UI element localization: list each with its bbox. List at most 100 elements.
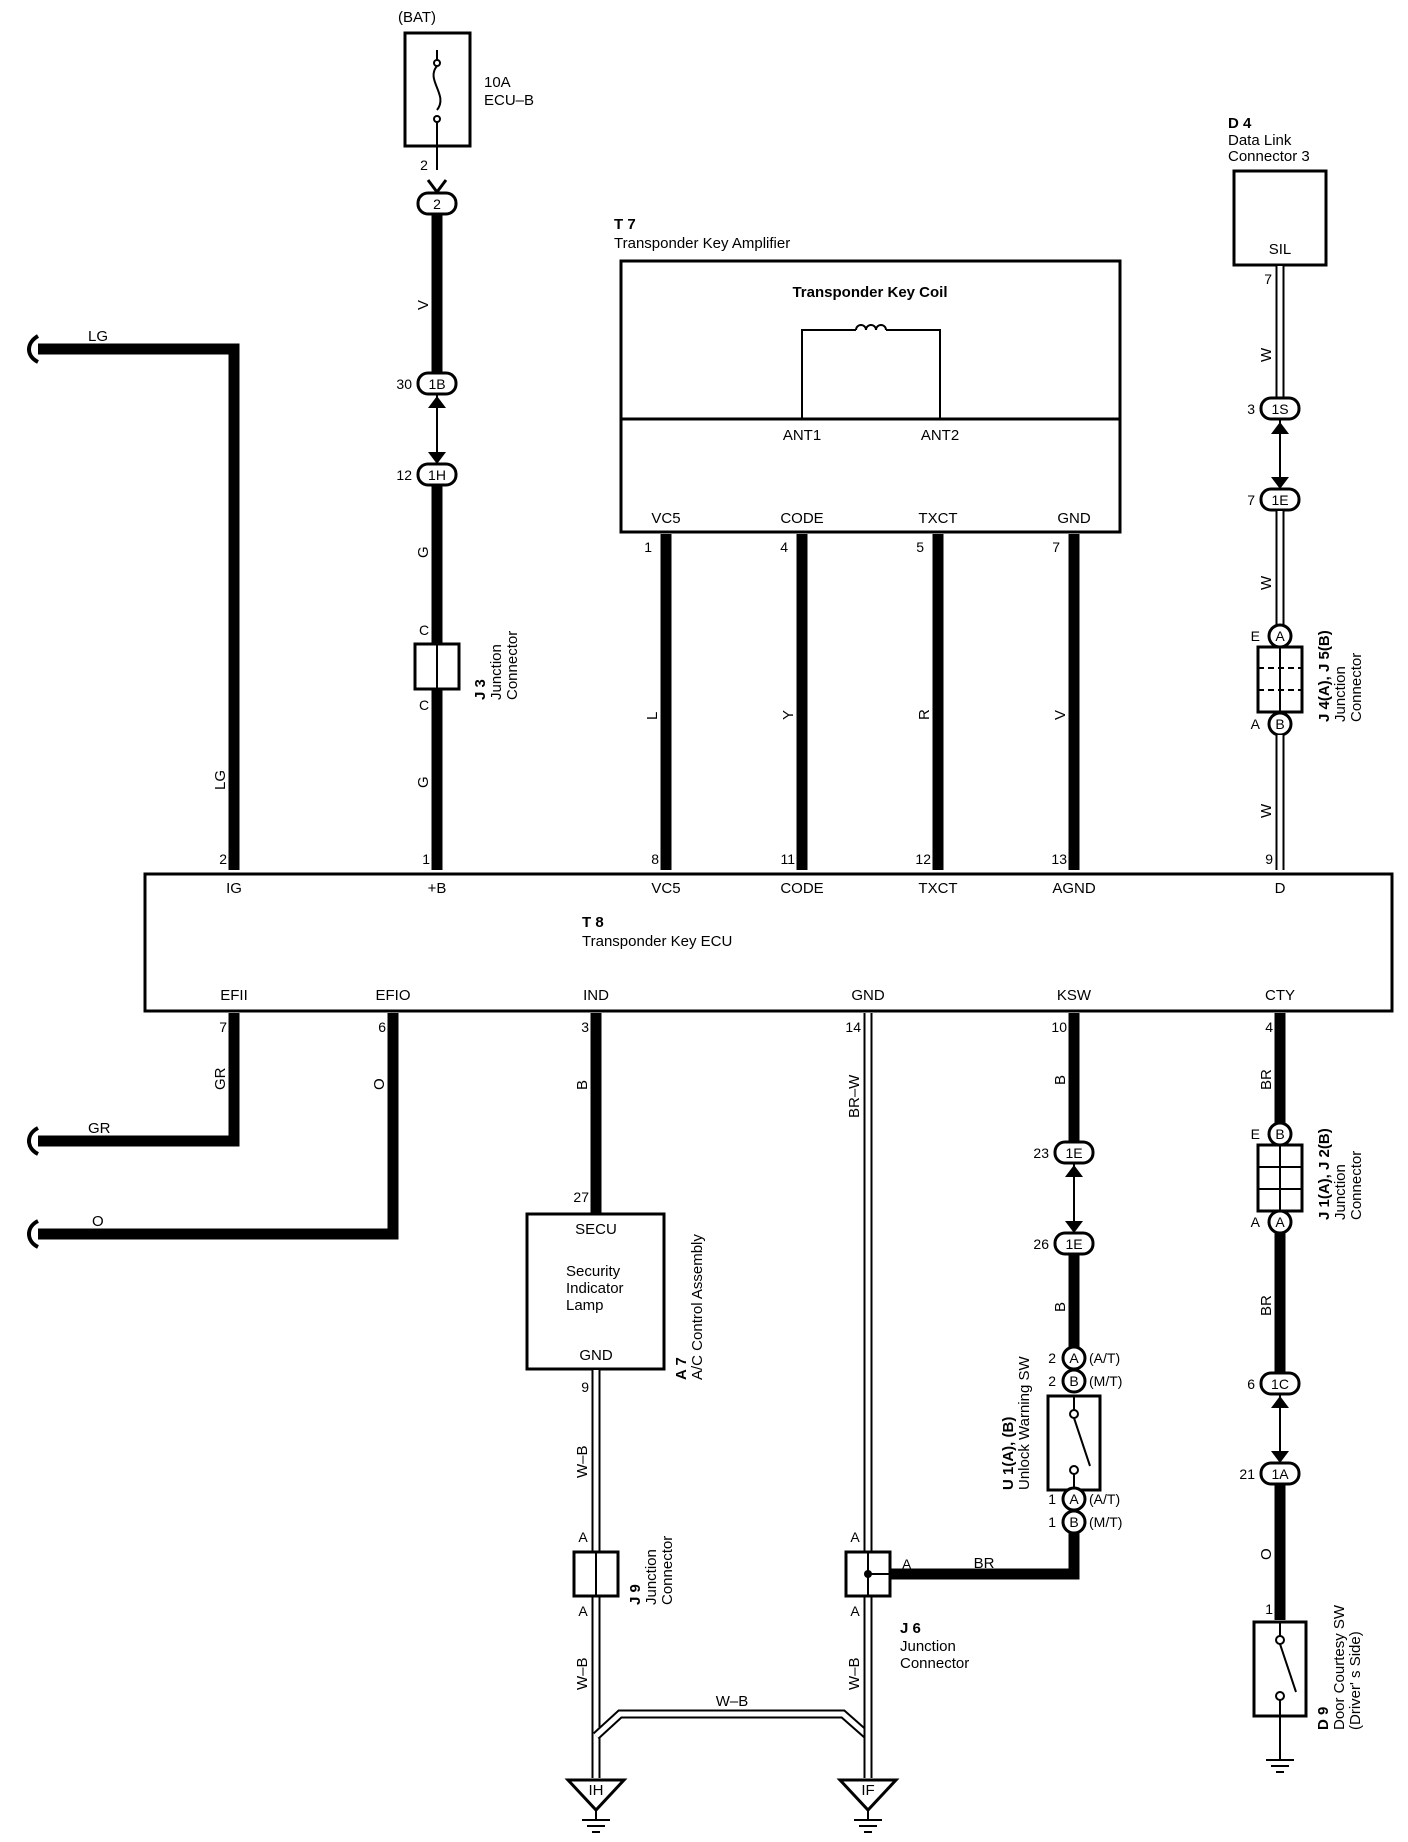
svg-text:1H: 1H bbox=[428, 467, 446, 483]
svg-text:(A/T): (A/T) bbox=[1089, 1350, 1120, 1366]
svg-text:Door Courtesy SW: Door Courtesy SW bbox=[1331, 1604, 1348, 1730]
wire-v-t7-label: V bbox=[1052, 710, 1069, 720]
svg-text:SIL: SIL bbox=[1269, 241, 1292, 258]
wire-o-cty-label: O bbox=[1258, 1548, 1275, 1560]
wire-r-label: R bbox=[916, 709, 933, 720]
connector-1s: 1S 3 bbox=[1247, 396, 1301, 421]
unlock-warning-switch-u1: A 2 (A/T) B 2 (M/T) A 1 (A/T) B 1 (M/T) … bbox=[1000, 1345, 1122, 1535]
svg-text:J 1(A), J 2(B): J 1(A), J 2(B) bbox=[1316, 1128, 1333, 1220]
svg-text:A: A bbox=[578, 1529, 588, 1545]
junction-j3: C C J 3 Junction Connector bbox=[413, 622, 521, 713]
svg-text:(M/T): (M/T) bbox=[1089, 1514, 1122, 1530]
svg-text:(Driver' s Side): (Driver' s Side) bbox=[1347, 1631, 1364, 1730]
connector-1e-a: 1E 23 bbox=[1033, 1140, 1095, 1165]
svg-text:E: E bbox=[1251, 628, 1260, 644]
svg-text:E: E bbox=[1251, 1126, 1260, 1142]
svg-text:Data Link: Data Link bbox=[1228, 132, 1292, 149]
connector-1b: 1B 30 bbox=[396, 371, 458, 396]
wire-wb-label-2: W–B bbox=[574, 1657, 591, 1690]
svg-text:1C: 1C bbox=[1271, 1376, 1289, 1392]
svg-text:Junction: Junction bbox=[1332, 1164, 1349, 1220]
wire-v-label: V bbox=[415, 300, 432, 310]
svg-text:Connector: Connector bbox=[659, 1536, 676, 1605]
wire-gr-label-left: GR bbox=[88, 1120, 111, 1137]
svg-text:(A/T): (A/T) bbox=[1089, 1491, 1120, 1507]
junction-j9: A A J 9 Junction Connector bbox=[572, 1529, 676, 1619]
svg-text:2: 2 bbox=[433, 196, 441, 212]
svg-text:7: 7 bbox=[219, 1019, 227, 1035]
fuse-pin: 2 bbox=[420, 157, 428, 173]
ground-if: IF bbox=[836, 1778, 900, 1833]
svg-text:Connector: Connector bbox=[1348, 1151, 1365, 1220]
connector-1e-top: 1E 7 bbox=[1247, 487, 1301, 512]
svg-text:D: D bbox=[1275, 880, 1286, 897]
svg-text:2: 2 bbox=[219, 851, 227, 867]
wire-g-label-1: G bbox=[415, 546, 432, 558]
junction-j1-j2: B E A A J 1(A), J 2(B) Junction Connecto… bbox=[1251, 1121, 1365, 1235]
svg-text:A: A bbox=[1069, 1491, 1079, 1507]
svg-text:CODE: CODE bbox=[780, 880, 823, 897]
svg-text:1: 1 bbox=[1265, 1601, 1273, 1617]
svg-text:B: B bbox=[1275, 716, 1284, 732]
svg-text:Connector 3: Connector 3 bbox=[1228, 148, 1310, 165]
svg-text:A: A bbox=[1275, 1214, 1285, 1230]
svg-text:GND: GND bbox=[579, 1347, 613, 1364]
svg-text:J 9: J 9 bbox=[627, 1584, 644, 1605]
wire-l-label: L bbox=[644, 712, 661, 720]
svg-text:GND: GND bbox=[851, 987, 885, 1004]
svg-text:VC5: VC5 bbox=[651, 510, 680, 527]
svg-text:Junction: Junction bbox=[488, 644, 505, 700]
svg-text:10: 10 bbox=[1051, 1019, 1067, 1035]
bat-label: (BAT) bbox=[398, 9, 436, 26]
svg-text:Connector: Connector bbox=[900, 1655, 969, 1672]
svg-text:26: 26 bbox=[1033, 1236, 1049, 1252]
wire-wb-label-1: W–B bbox=[574, 1445, 591, 1478]
svg-text:J 4(A), J 5(B): J 4(A), J 5(B) bbox=[1316, 630, 1333, 722]
svg-text:A: A bbox=[1275, 628, 1285, 644]
svg-text:2: 2 bbox=[1048, 1373, 1056, 1389]
svg-text:12: 12 bbox=[396, 467, 412, 483]
svg-text:KSW: KSW bbox=[1057, 987, 1092, 1004]
door-courtesy-switch-d9: 1 D 9 Door Courtesy SW (Driver' s Side) bbox=[1252, 1601, 1364, 1773]
connector-1e-b: 1E 26 bbox=[1033, 1231, 1095, 1256]
svg-text:IG: IG bbox=[226, 880, 242, 897]
connector-1a: 1A 21 bbox=[1239, 1461, 1301, 1486]
svg-text:A: A bbox=[1251, 1214, 1261, 1230]
svg-text:(M/T): (M/T) bbox=[1089, 1373, 1122, 1389]
svg-text:30: 30 bbox=[396, 376, 412, 392]
wire-w-label-2: W bbox=[1258, 575, 1275, 590]
svg-text:1: 1 bbox=[422, 851, 430, 867]
wire-br-cty-label-2: BR bbox=[1258, 1295, 1275, 1316]
svg-text:7: 7 bbox=[1264, 271, 1272, 287]
svg-text:A: A bbox=[850, 1603, 860, 1619]
svg-text:23: 23 bbox=[1033, 1145, 1049, 1161]
svg-text:B: B bbox=[1275, 1126, 1284, 1142]
svg-text:3: 3 bbox=[581, 1019, 589, 1035]
wire-o-label-vert: O bbox=[371, 1078, 388, 1090]
wire-wb-label-3: W–B bbox=[846, 1657, 863, 1690]
wire-br-cty-label-1: BR bbox=[1258, 1069, 1275, 1090]
svg-text:8: 8 bbox=[651, 851, 659, 867]
svg-text:U 1(A), (B): U 1(A), (B) bbox=[1000, 1417, 1017, 1490]
svg-text:2: 2 bbox=[1048, 1350, 1056, 1366]
svg-text:CTY: CTY bbox=[1265, 987, 1295, 1004]
svg-text:IF: IF bbox=[861, 1782, 874, 1799]
svg-text:Junction: Junction bbox=[1332, 666, 1349, 722]
svg-text:Junction: Junction bbox=[900, 1638, 956, 1655]
wire-y-label: Y bbox=[780, 710, 797, 720]
svg-text:Connector: Connector bbox=[504, 631, 521, 700]
transponder-key-amplifier-t7: T 7 Transponder Key Amplifier Transponde… bbox=[614, 216, 1122, 555]
svg-text:21: 21 bbox=[1239, 1466, 1255, 1482]
wire-b-ksw-label-1: B bbox=[1052, 1075, 1069, 1085]
svg-text:1: 1 bbox=[1048, 1514, 1056, 1530]
svg-text:1: 1 bbox=[1048, 1491, 1056, 1507]
svg-text:1B: 1B bbox=[428, 376, 445, 392]
ground-ih: IH bbox=[564, 1778, 628, 1833]
svg-text:5: 5 bbox=[916, 539, 924, 555]
svg-text:4: 4 bbox=[1265, 1019, 1273, 1035]
svg-text:9: 9 bbox=[1265, 851, 1273, 867]
svg-text:1S: 1S bbox=[1271, 401, 1288, 417]
svg-text:7: 7 bbox=[1247, 492, 1255, 508]
svg-text:12: 12 bbox=[915, 851, 931, 867]
